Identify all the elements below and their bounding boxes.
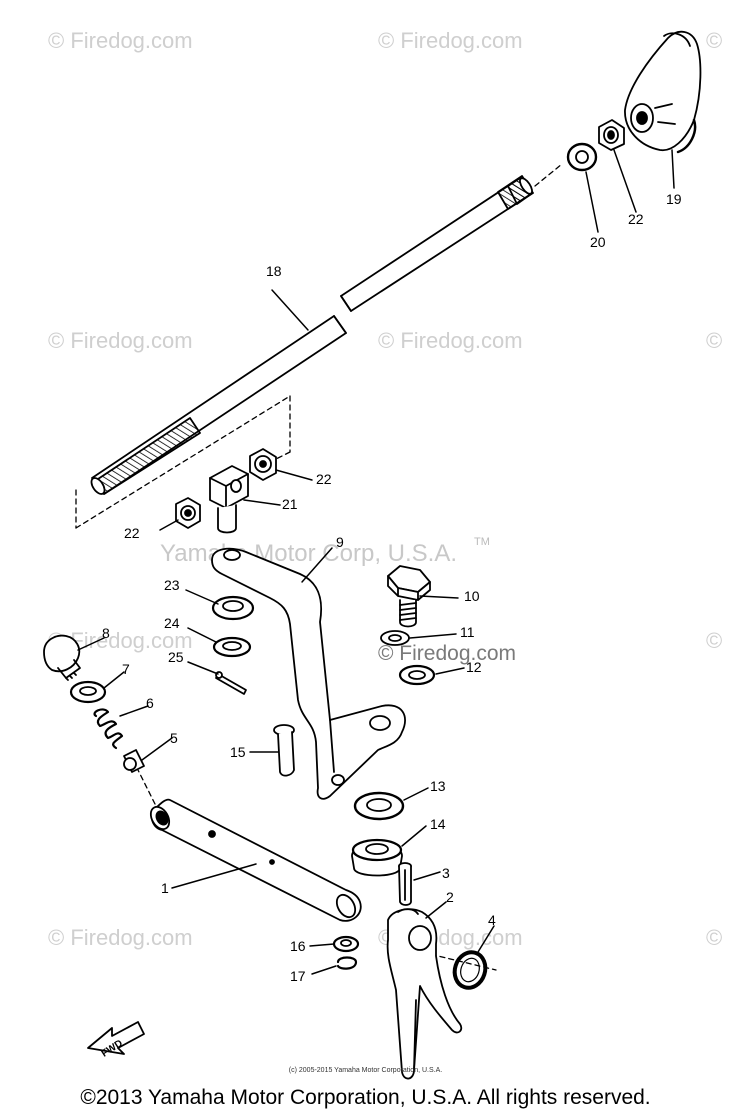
callout-15: 15	[230, 744, 246, 760]
watermark-copyright-symbol: ©	[706, 28, 723, 53]
callout-10: 10	[464, 588, 480, 604]
shift-shaft	[149, 798, 362, 922]
small-copyright: (c) 2005-2015 Yamaha Motor Corporation, …	[288, 1067, 443, 1074]
nut-top	[598, 119, 625, 151]
callout-11: 11	[460, 624, 475, 640]
rod-joint	[209, 465, 249, 534]
callout-19: 19	[666, 191, 682, 207]
watermark-firedog: © Firedog.com	[48, 28, 193, 53]
shift-rod	[90, 175, 534, 495]
shift-arm	[211, 547, 406, 800]
callout-1: 1	[161, 880, 169, 896]
callout-9: 9	[336, 534, 344, 550]
watermark-firedog-dark: © Firedog.com	[378, 642, 517, 665]
callout-22: 22	[316, 471, 332, 487]
assembly-bracket	[75, 163, 563, 971]
callout-numbers: 1 2 3 4 5 6 7 8 9 10 11 12 13 14 15 16 1…	[100, 191, 682, 1060]
fwd-arrow	[87, 1021, 145, 1055]
nut-right	[249, 448, 277, 481]
shift-fork	[386, 908, 463, 1080]
watermark-firedog: © Firedog.com	[378, 328, 523, 353]
callout-12: 12	[466, 659, 482, 675]
callout-23: 23	[164, 577, 180, 593]
watermark-firedog: © Firedog.com	[48, 925, 193, 950]
callout-24: 24	[164, 615, 180, 631]
watermark-firedog: © Firedog.com	[48, 328, 193, 353]
callout-3: 3	[442, 865, 450, 881]
callout-22: 22	[628, 211, 644, 227]
callout-21: 21	[282, 496, 298, 512]
callout-22: 22	[124, 525, 140, 541]
callout-5: 5	[170, 730, 178, 746]
collar	[351, 838, 403, 877]
callout-17: 17	[290, 968, 306, 984]
footer-copyright: ©2013 Yamaha Motor Corporation, U.S.A. A…	[80, 1086, 651, 1109]
leader-lines	[77, 149, 675, 975]
cotter-pin	[215, 671, 247, 695]
bolt	[387, 565, 431, 628]
callout-18: 18	[266, 263, 282, 279]
watermark-tm: TM	[474, 536, 490, 548]
callout-13: 13	[430, 778, 446, 794]
callout-4: 4	[488, 912, 496, 928]
callout-16: 16	[290, 938, 306, 954]
callout-6: 6	[146, 695, 154, 711]
callout-20: 20	[590, 234, 606, 250]
callout-2: 2	[446, 889, 454, 905]
watermark-copyright-symbol: ©	[706, 925, 723, 950]
callout-8: 8	[102, 625, 110, 641]
nut-left	[175, 497, 201, 529]
circlip	[336, 956, 358, 970]
watermark-copyright-symbol: ©	[706, 628, 723, 653]
detent-plunger	[123, 749, 145, 773]
callout-25: 25	[168, 649, 184, 665]
shift-knob	[624, 30, 702, 154]
callout-7: 7	[122, 661, 130, 677]
callout-14: 14	[430, 816, 446, 832]
pin-3	[398, 862, 412, 906]
spring	[93, 708, 124, 750]
watermark-yamaha: Yamaha Motor Corp, U.S.A.	[160, 540, 457, 567]
washer-top	[566, 142, 598, 172]
watermark-firedog: © Firedog.com	[378, 28, 523, 53]
watermark-copyright-symbol: ©	[706, 328, 723, 353]
plug-bolt	[43, 634, 81, 681]
pin-15	[273, 724, 295, 777]
